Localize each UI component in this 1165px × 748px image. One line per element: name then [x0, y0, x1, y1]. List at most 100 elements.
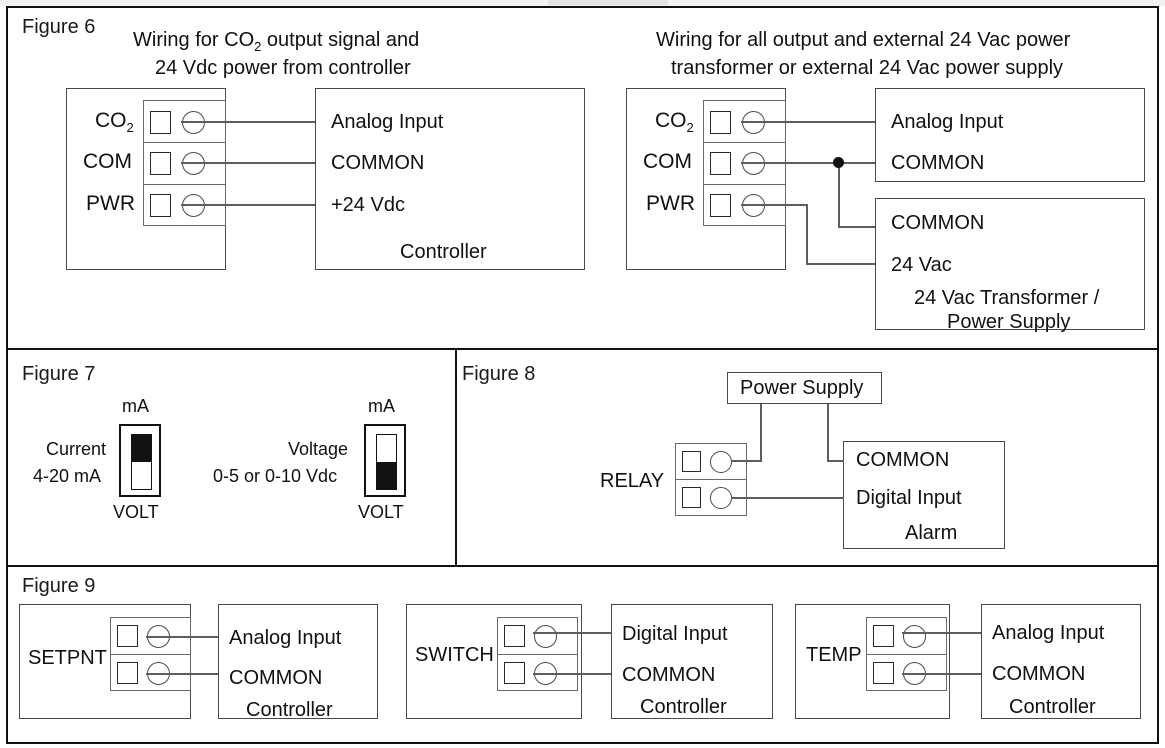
- fig6-left-title-text: Wiring for CO: [133, 29, 255, 51]
- fig9-panel-2-wire-bottom: [533, 673, 611, 675]
- fig9-panel-1-controller-name: Controller: [246, 699, 333, 721]
- fig6-left-wire-com: [181, 162, 315, 164]
- fig6-right-wire-com-branch-horizontal: [838, 226, 875, 228]
- fig9-panel-2-controller-name: Controller: [640, 696, 727, 718]
- fig6-left-terminal-label-co2: CO2: [95, 110, 134, 134]
- fig9-panel-3-terminal-block: [866, 617, 947, 691]
- fig6-right-terminal-label-com: COM: [643, 150, 692, 173]
- terminal-row[interactable]: [867, 618, 946, 655]
- terminal-square: [117, 662, 138, 684]
- fig6-left-controller-name: Controller: [400, 241, 487, 263]
- fig9-panel-2-wire-top: [533, 632, 611, 634]
- terminal-row[interactable]: [704, 143, 785, 185]
- fig6-right-terminal-label-co2: CO2: [655, 109, 694, 134]
- fig6-left-title-subscript: 2: [254, 39, 262, 54]
- fig9-panel-2-device-label: SWITCH: [415, 644, 494, 666]
- fig6-right-title-line2: transformer or external 24 Vac power sup…: [671, 57, 1064, 79]
- fig9-panel-2-terminal-block: [497, 617, 578, 691]
- terminal-square: [150, 194, 171, 217]
- terminal-square: [682, 451, 701, 472]
- fig9-panel-1-terminal-block: [110, 617, 191, 691]
- fig6-right-transformer-name-line1: 24 Vac Transformer /: [914, 287, 1100, 309]
- fig8-controller-line-digital-input: Digital Input: [856, 487, 962, 509]
- fig6-right-controller-box: [875, 88, 1145, 182]
- fig7-switch-1-top-label: mA: [122, 396, 149, 416]
- fig6-right-transformer-line-24vac: 24 Vac: [891, 254, 952, 276]
- figure-7-label: Figure 7: [22, 363, 96, 385]
- fig9-panel-2-controller-line-1: Digital Input: [622, 623, 728, 645]
- fig9-panel-1-controller-box: [218, 604, 378, 719]
- fig8-wire-relay-to-digital-input: [731, 497, 844, 499]
- fig9-panel-3-controller-line-1: Analog Input: [992, 622, 1105, 644]
- terminal-row[interactable]: [676, 444, 746, 480]
- fig9-panel-3-wire-bottom: [902, 673, 981, 675]
- fig6-left-controller-line-analog-input: Analog Input: [331, 111, 444, 133]
- figure-9-label: Figure 9: [22, 575, 96, 597]
- fig6-left-controller-box: [315, 88, 585, 270]
- fig7-switch-1[interactable]: [119, 424, 161, 497]
- fig6-left-wire-pwr: [181, 204, 315, 206]
- terminal-screw-circle: [710, 451, 732, 473]
- page-top-artifact: [0, 0, 1165, 6]
- fig6-right-wire-pwr-seg2: [806, 263, 875, 265]
- fig7-switch-2-top-label: mA: [368, 396, 395, 416]
- fig9-panel-1-controller-line-2: COMMON: [229, 667, 323, 689]
- fig7-switch-2[interactable]: [364, 424, 406, 497]
- divider-fig6-fig7: [6, 348, 1159, 350]
- page-top-artifact-line: [548, 0, 668, 5]
- fig8-controller-line-common: COMMON: [856, 449, 950, 471]
- terminal-label-subscript: 2: [126, 120, 134, 135]
- terminal-label-subscript: 2: [686, 120, 694, 135]
- fig6-left-title-text2: output signal and: [261, 29, 420, 51]
- fig7-switch-1-bottom-label: VOLT: [113, 502, 159, 522]
- terminal-square: [504, 625, 525, 647]
- terminal-row[interactable]: [144, 185, 225, 227]
- terminal-square: [873, 662, 894, 684]
- terminal-screw-circle: [534, 625, 557, 648]
- terminal-row[interactable]: [704, 185, 785, 227]
- fig6-left-terminal-label-com: COM: [83, 150, 132, 173]
- fig9-panel-3-controller-line-2: COMMON: [992, 663, 1086, 685]
- terminal-square: [682, 487, 701, 508]
- terminal-label-text: CO: [655, 109, 687, 132]
- terminal-square: [150, 111, 171, 134]
- fig9-panel-3-controller-box: [981, 604, 1141, 719]
- fig8-relay-label: RELAY: [600, 470, 665, 492]
- fig9-panel-2-controller-line-2: COMMON: [622, 664, 716, 686]
- figure-6-label: Figure 6: [22, 16, 96, 38]
- fig6-right-wire-pwr-vertical: [806, 204, 808, 264]
- fig8-wire-ps-left-horizontal: [731, 460, 762, 462]
- fig9-panel-1-wire-top: [146, 636, 218, 638]
- fig6-right-wire-pwr-seg1: [741, 204, 807, 206]
- terminal-screw-circle: [710, 487, 732, 509]
- fig6-right-wire-com-branch-vertical: [838, 162, 840, 227]
- fig6-right-wire-junction-dot: [833, 157, 844, 168]
- terminal-square: [710, 111, 731, 134]
- fig9-panel-1-controller-line-1: Analog Input: [229, 627, 342, 649]
- fig6-left-title-line1: Wiring for CO2 output signal and: [133, 29, 420, 53]
- fig7-switch-1-slider: [132, 435, 151, 462]
- fig6-right-terminal-label-pwr: PWR: [646, 192, 695, 215]
- terminal-row[interactable]: [498, 618, 577, 655]
- fig9-panel-2-controller-box: [611, 604, 773, 719]
- fig8-controller-box: [843, 441, 1005, 549]
- terminal-square: [150, 152, 171, 175]
- fig9-panel-1-device-label: SETPNT: [28, 647, 107, 669]
- terminal-square: [117, 625, 138, 647]
- fig6-right-transformer-line-common: COMMON: [891, 212, 985, 234]
- terminal-row[interactable]: [144, 101, 225, 143]
- fig6-right-controller-line-common: COMMON: [891, 152, 985, 174]
- fig8-controller-name-alarm: Alarm: [905, 522, 958, 544]
- fig9-panel-3-controller-name: Controller: [1009, 696, 1096, 718]
- fig6-right-transformer-box: [875, 198, 1145, 330]
- terminal-row[interactable]: [144, 143, 225, 185]
- fig6-left-title-line2: 24 Vdc power from controller: [155, 57, 411, 79]
- figure-8-label: Figure 8: [462, 363, 536, 385]
- fig7-switch-2-desc-line1: Voltage: [288, 439, 349, 459]
- fig8-relay-terminal-block: [675, 443, 747, 516]
- fig6-right-transformer-name-line2: Power Supply: [947, 311, 1071, 333]
- fig6-left-wire-co2: [181, 121, 315, 123]
- fig7-switch-2-desc-line2: 0-5 or 0-10 Vdc: [213, 466, 338, 486]
- fig7-switch-2-bottom-label: VOLT: [358, 502, 404, 522]
